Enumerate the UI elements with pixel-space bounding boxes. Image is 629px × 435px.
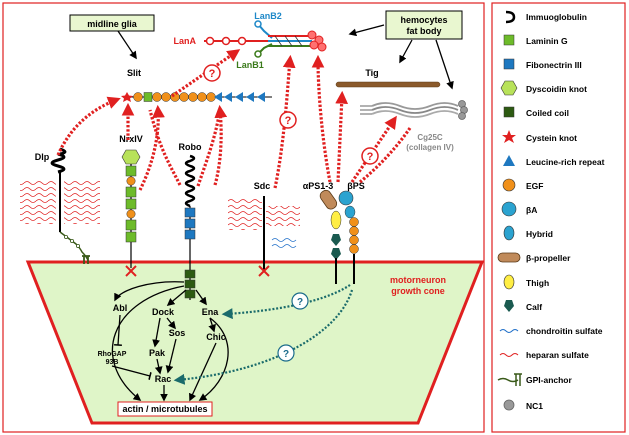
dyscoidin-knot-icon [500,80,518,96]
tig-rod [335,81,441,88]
nrxiv-label: NrxIV [119,134,143,144]
dlp-label: Dlp [35,152,50,162]
rac-label: Rac [155,374,172,384]
collagen-label: (collagen IV) [406,143,454,152]
slit-label: Slit [127,68,141,78]
gpi-anchor-icon [497,373,522,386]
laminin-g-icon [503,34,515,46]
ena-label: Ena [202,307,220,317]
aps-label: αPS1-3 [303,181,334,191]
dlp-protein: Dlp [20,147,100,264]
midline-glia-label: midline glia [87,19,138,29]
actin-microtubules-label: actin / microtubules [122,404,207,414]
slit-protein: Slit [121,68,272,102]
abl-label: Abl [113,303,128,313]
legend-label-beta-propeller: β-propeller [526,253,571,263]
growth-cone-label: growth cone [391,286,445,296]
robo-protein: Robo [179,142,202,300]
lana-label: LanA [174,36,197,46]
question-mark-ena: ? [297,297,303,308]
legend-label-beta-a: βA [526,205,537,215]
legend-label-heparan-sulfate: heparan sulfate [526,350,589,360]
sdc-protein: Sdc [228,181,300,277]
fibonectin-iii-icon [503,58,515,70]
question-mark-slit-laminin: ? [209,68,216,80]
immunoglobulin-icon [505,10,516,24]
legend-label-chondroitin-sulfate: chondroitin sulfate [526,326,603,336]
chondroitin-sulfate-icon [499,329,519,333]
legend-label-dyscoidin-knot: Dyscoidin knot [526,84,587,94]
signaling-network: Abl Dock Ena Sos Chic RhoGAP 93B Pak Rac… [98,281,229,417]
robo-label: Robo [179,142,202,152]
cg25c-label: Cg25C [417,133,443,142]
legend-label-egf: EGF [526,181,543,191]
hemocytes-to-laminin-arrow [348,24,385,37]
tig-label: Tig [365,68,378,78]
teal-interaction-arrows: ? ? [173,284,354,385]
question-mark-integrin-collagen: ? [367,151,374,163]
legend-label-thigh: Thigh [526,278,549,288]
red-question-marks: ? ? ? [203,64,379,165]
motorneuron-label: motorneuron [390,275,446,285]
legend-label-hybrid: Hybrid [526,229,553,239]
bps-label: βPS [347,181,365,191]
cystein-knot-icon [502,130,516,143]
legend-label-leucine-rich-repeat: Leucine-rich repeat [526,157,605,167]
nc1-icon [503,399,515,411]
legend-label-laminin-g: Laminin G [526,36,568,46]
coiled-coil-icon [503,106,515,118]
glia-to-slit-arrow [117,30,137,60]
beta-propeller-icon [497,252,521,263]
legend-label-calf: Calf [526,302,542,312]
red-interaction-arrows [56,49,412,191]
fat-body-label: fat body [407,26,442,36]
legend-label-coiled-coil: Coiled coil [526,108,569,118]
lanb1-label: LanB1 [236,60,264,70]
collagen-iv: Cg25C (collagen IV) [360,100,468,152]
beta-a-icon [501,201,517,217]
legend-label-gpi-anchor: GPI-anchor [526,375,573,385]
midline-glia-box [69,14,155,32]
legend: Immuoglobulin Laminin G Fibonectrin III … [497,10,605,411]
egf-icon [502,178,516,192]
dock-label: Dock [152,307,175,317]
leucine-rich-repeat-icon [503,155,515,166]
thigh-icon [503,274,515,290]
question-mark-rac: ? [283,349,289,360]
integrin-complex: αPS1-3 βPS [303,181,365,284]
hemocytes-box [385,10,463,40]
legend-frame [491,2,626,433]
sdc-label: Sdc [254,181,271,191]
legend-label-immunoglobulin: Immuoglobulin [526,12,587,22]
legend-label-nc1: NC1 [526,401,543,411]
main-panel-frame [2,2,485,433]
hemocytes-label: hemocytes [400,15,447,25]
pak-label: Pak [149,348,166,358]
sos-label: Sos [169,328,186,338]
question-mark-sdc-laminin: ? [285,115,292,127]
calf-icon [504,300,514,312]
heparan-sulfate-icon [499,353,519,357]
legend-label-fibonectin-iii: Fibonectrin III [526,60,582,70]
hemocytes-to-collagen-arrow [435,39,454,90]
hemocytes-to-tig-arrow [399,39,413,64]
nrxiv-protein: NrxIV [119,134,143,277]
rhogap-93b-label: 93B [106,359,119,366]
lanb2-label: LanB2 [254,11,282,21]
hybrid-icon [503,225,515,241]
legend-label-cystein-knot: Cystein knot [526,133,577,143]
laminin-complex: LanA LanB2 LanB1 [174,11,327,70]
chic-label: Chic [206,332,226,342]
